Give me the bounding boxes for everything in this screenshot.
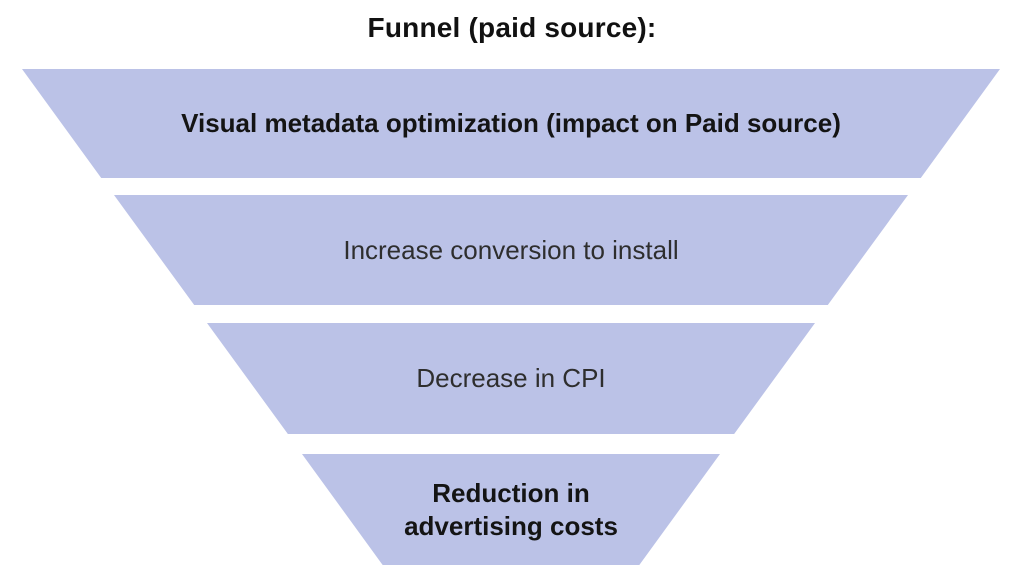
page-title: Funnel (paid source): (367, 12, 657, 43)
funnel-stage-1-label: Visual metadata optimization (impact on … (181, 108, 841, 139)
funnel-stage-1: Visual metadata optimization (impact on … (22, 69, 1000, 178)
funnel-stage-4: Reduction in advertising costs (302, 454, 720, 565)
funnel-stage-2: Increase conversion to install (114, 195, 908, 305)
funnel-stage-3: Decrease in CPI (207, 323, 815, 434)
funnel-stage-3-label: Decrease in CPI (416, 363, 606, 394)
funnel-stage-4-label: Reduction in advertising costs (404, 478, 618, 541)
funnel-stage-2-label: Increase conversion to install (343, 234, 679, 265)
